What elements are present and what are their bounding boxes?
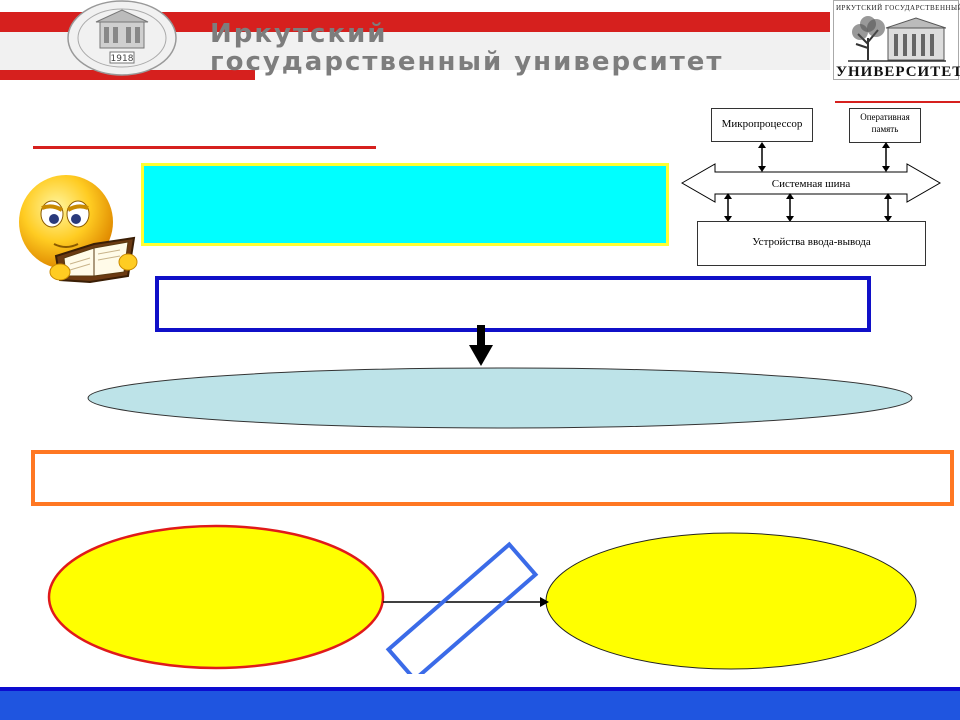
io-devices-box: Устройства ввода-вывода [697,221,926,266]
arrow-down-icon [469,325,493,366]
university-building-icon [848,16,946,62]
seal-year: 1918 [111,54,134,64]
logo-bottom-text: УНИВЕРСИТЕТ [836,64,960,80]
cpu-label: Микропроцессор [721,118,803,130]
cpu-box: Микропроцессор [711,108,813,142]
ram-label-line2: память [871,124,899,134]
logo-top-text: ИРКУТСКИЙ ГОСУДАРСТВЕННЫЙ [836,4,960,12]
bottom-shapes [47,524,917,674]
title-underline [33,146,376,149]
system-bus-arrow [680,163,942,203]
orange-outline-box [31,450,954,506]
bottom-blue-bar [0,687,960,720]
university-title-line1: Иркутский [210,19,388,49]
university-seal-icon: 1918 [67,0,177,76]
io-devices-label: Устройства ввода-вывода [752,236,871,248]
slide-header: 1918 Иркутский государственный университ… [0,0,960,100]
university-logo: ИРКУТСКИЙ ГОСУДАРСТВЕННЫЙ УНИВЕРСИТЕТ [833,0,960,80]
university-title-line2: государственный университет [210,47,724,77]
ram-box: Оперативная память [849,108,921,143]
right-yellow-ellipse [545,532,917,670]
ram-label: Оперативная память [850,111,920,135]
header-red-band [0,12,830,32]
system-bus-label: Системная шина [771,178,851,190]
cyan-highlight-box [141,163,669,246]
smiley-reading-book-icon [19,175,138,284]
header-right-line [835,101,960,103]
left-yellow-ellipse [47,524,385,670]
blue-outline-box [155,276,871,332]
system-bus-diagram [680,142,942,222]
light-blue-ellipse [87,367,913,429]
university-title: Иркутский государственный университет [210,20,830,76]
ram-label-line1: Оперативная [860,112,910,122]
tilted-blue-rectangle [385,541,539,674]
